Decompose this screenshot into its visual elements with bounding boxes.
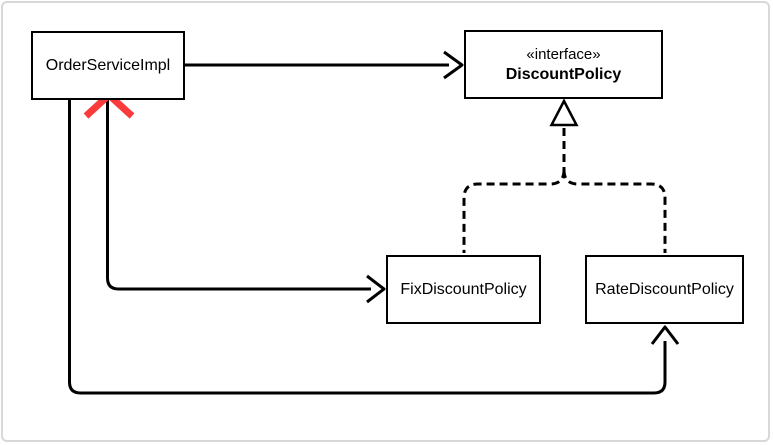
stereotype-label: «interface»	[526, 45, 601, 63]
node-label: RateDiscountPolicy	[595, 280, 734, 298]
realization-branch-fix	[462, 169, 566, 253]
edge-order-to-fixdiscountpolicy	[106, 100, 386, 304]
node-rate-discount-policy: RateDiscountPolicy	[585, 255, 744, 324]
node-discount-policy-interface: «interface» DiscountPolicy	[464, 30, 663, 99]
open-arrowhead-icon	[443, 50, 464, 80]
open-arrowhead-icon	[366, 274, 386, 304]
node-label: OrderServiceImpl	[45, 56, 171, 74]
hollow-triangle-arrowhead-icon	[549, 98, 579, 127]
node-label: FixDiscountPolicy	[400, 280, 527, 298]
node-order-service-impl: OrderServiceImpl	[31, 31, 185, 100]
edge-order-to-ratediscountpolicy	[68, 100, 680, 395]
edge-order-to-discountpolicy	[185, 50, 464, 80]
realization-branch-rate	[562, 169, 667, 253]
node-fix-discount-policy: FixDiscountPolicy	[386, 255, 541, 324]
edge-realization-dashed	[462, 128, 667, 253]
node-label: DiscountPolicy	[505, 65, 622, 83]
open-arrowhead-icon	[650, 325, 680, 345]
